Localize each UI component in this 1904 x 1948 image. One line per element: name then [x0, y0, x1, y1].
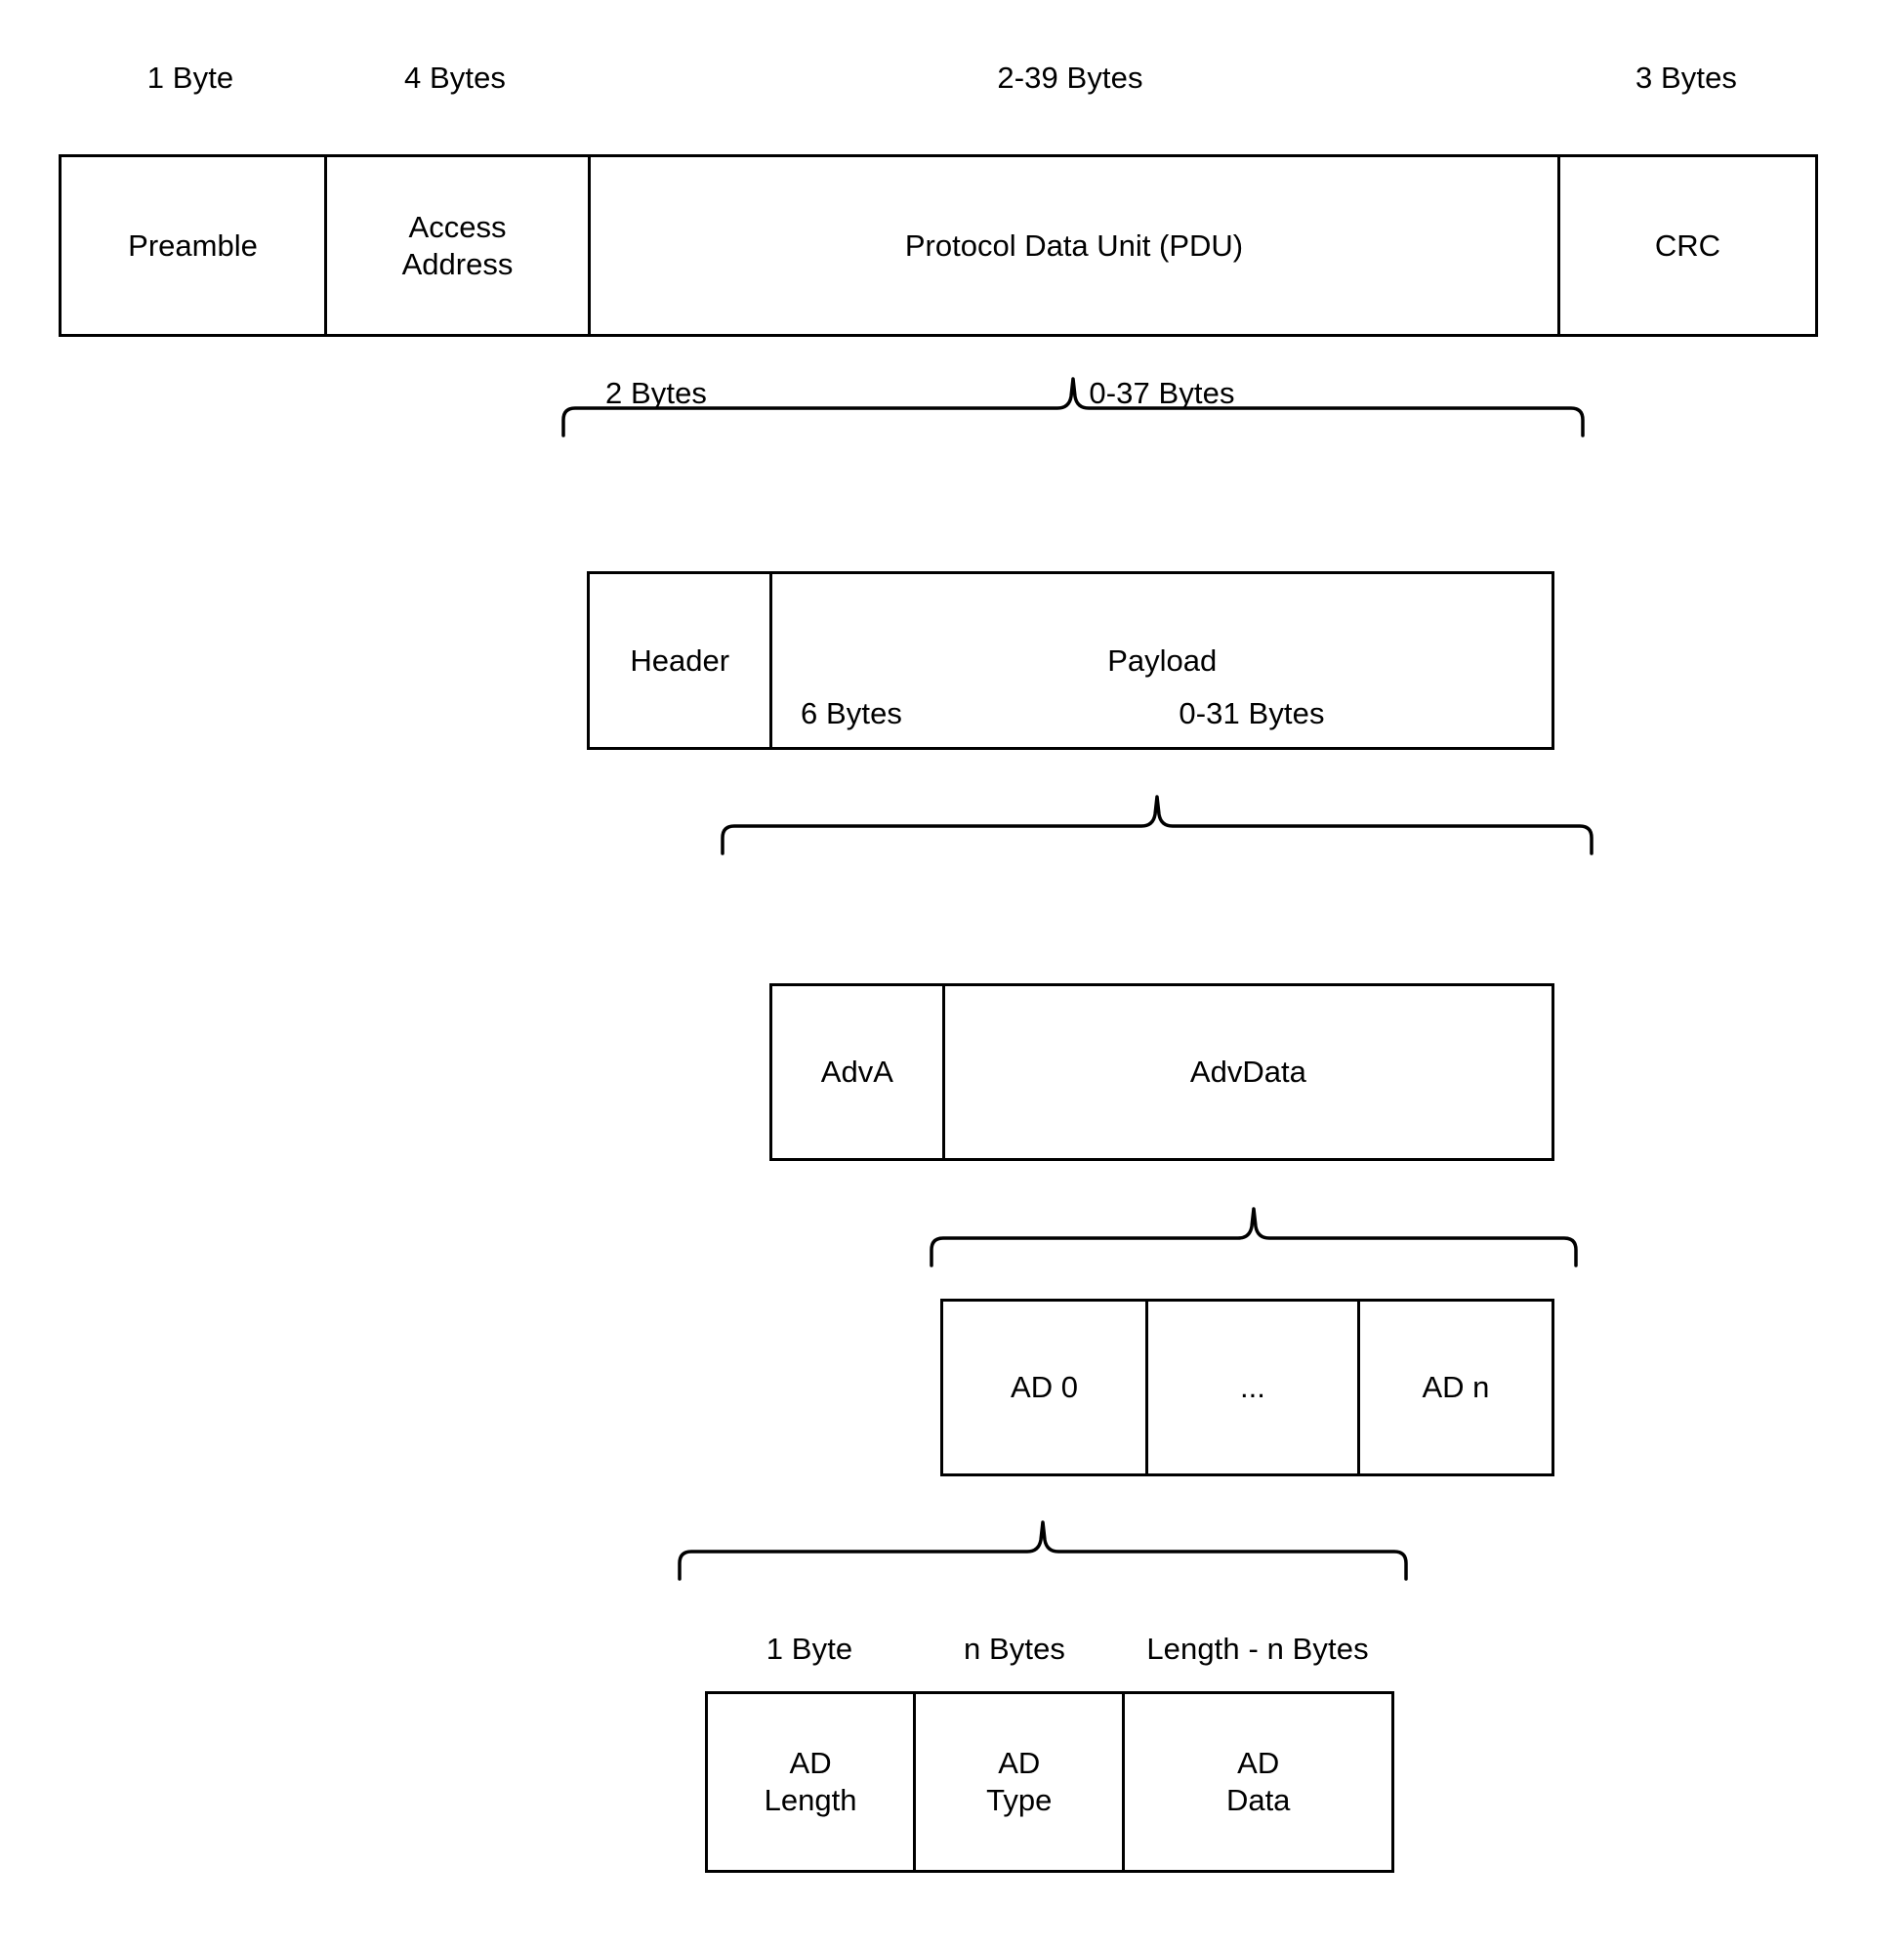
size-label-payload: 0-37 Bytes — [1089, 376, 1235, 410]
field-header: Header — [590, 574, 773, 747]
brace-ad-expand — [678, 1520, 1408, 1581]
ad-structure-row: AD Length AD Type AD Data — [705, 1691, 1394, 1873]
size-label-ad-data: Length - n Bytes — [1146, 1632, 1369, 1666]
field-advdata: AdvData — [944, 986, 1552, 1158]
brace-payload-expand — [721, 795, 1594, 855]
brace-icon — [721, 795, 1594, 855]
field-access-address: Access Address — [327, 157, 591, 334]
field-preamble: Preamble — [62, 157, 327, 334]
brace-advdata-expand — [930, 1207, 1578, 1267]
payload-row: AdvA AdvData — [769, 983, 1554, 1161]
size-label-pdu: 2-39 Bytes — [997, 61, 1143, 95]
field-adva: AdvA — [772, 986, 945, 1158]
size-label-crc: 3 Bytes — [1635, 61, 1738, 95]
field-ad-n: AD n — [1359, 1302, 1552, 1473]
size-label-header: 2 Bytes — [604, 376, 708, 410]
size-label-ad-type: n Bytes — [963, 1632, 1066, 1666]
advdata-row: AD 0 ... AD n — [940, 1299, 1554, 1476]
link-layer-packet-row: Preamble Access Address Protocol Data Un… — [59, 154, 1818, 337]
field-ad-type: AD Type — [916, 1694, 1126, 1870]
field-ad-length: AD Length — [708, 1694, 917, 1870]
size-label-adva: 6 Bytes — [800, 696, 903, 730]
brace-pdu-expand — [561, 377, 1585, 437]
brace-icon — [930, 1207, 1578, 1267]
field-protocol-data-unit: Protocol Data Unit (PDU) — [591, 157, 1560, 334]
size-label-access-address: 4 Bytes — [403, 61, 507, 95]
field-ad-ellipsis: ... — [1147, 1302, 1360, 1473]
brace-icon — [561, 377, 1585, 437]
field-payload: Payload — [772, 574, 1552, 747]
field-ad-data: AD Data — [1125, 1694, 1391, 1870]
size-label-advdata: 0-31 Bytes — [1179, 696, 1325, 730]
size-label-ad-length: 1 Byte — [766, 1632, 853, 1666]
brace-icon — [678, 1520, 1408, 1581]
size-label-preamble: 1 Byte — [146, 61, 234, 95]
pdu-row: Header Payload — [587, 571, 1554, 750]
field-crc: CRC — [1560, 157, 1815, 334]
field-ad-0: AD 0 — [943, 1302, 1148, 1473]
